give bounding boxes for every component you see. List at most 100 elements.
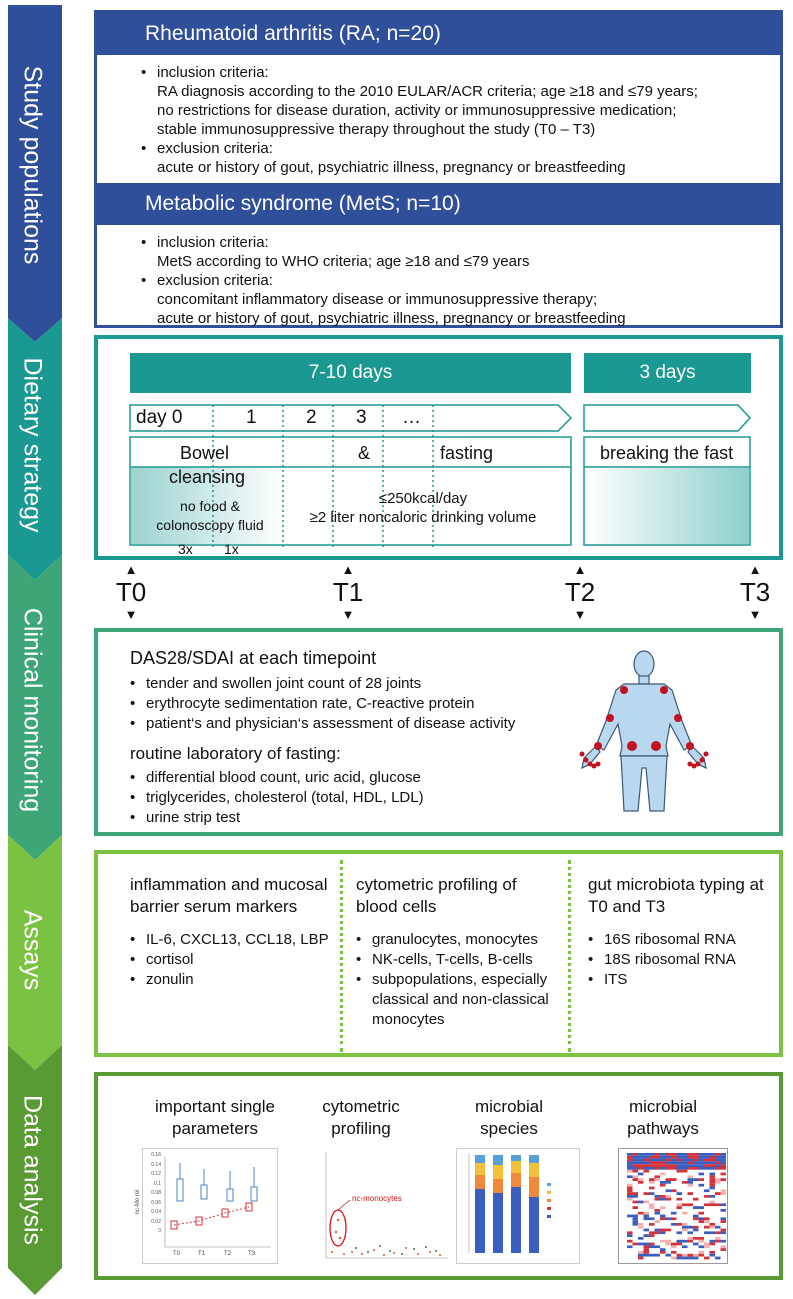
heatmap-cell bbox=[638, 1197, 644, 1201]
boxplot-y-ticks: 0.16 0.14 0.12 0.1 0.08 0.06 0.04 0.02 0 bbox=[145, 1151, 161, 1237]
heatmap-cell bbox=[676, 1225, 682, 1229]
heatmap-cell bbox=[698, 1164, 704, 1167]
heatmap-cell bbox=[654, 1242, 660, 1246]
triangle-up-icon: ▲ bbox=[748, 562, 762, 577]
heatmap-cell bbox=[671, 1209, 677, 1212]
heatmap-cell bbox=[676, 1181, 682, 1184]
heatmap-cell bbox=[693, 1169, 699, 1173]
heatmap-cell bbox=[632, 1220, 638, 1223]
heatmap-cell bbox=[665, 1192, 671, 1195]
heatmap-cell bbox=[660, 1192, 666, 1195]
heatmap-cell bbox=[671, 1197, 677, 1201]
heatmap-cell bbox=[704, 1251, 710, 1254]
heatmap-cell bbox=[698, 1228, 704, 1232]
heatmap-cell bbox=[643, 1239, 649, 1243]
heatmap-cell bbox=[627, 1242, 633, 1246]
heatmap-cell bbox=[720, 1251, 726, 1254]
heatmap-cell bbox=[698, 1181, 704, 1184]
heatmap-cell bbox=[676, 1172, 682, 1176]
heatmap-cell bbox=[638, 1169, 644, 1173]
heatmap-cell bbox=[665, 1203, 671, 1207]
heatmap-cell bbox=[649, 1256, 655, 1260]
heatmap-cell bbox=[649, 1242, 655, 1246]
heatmap-cell bbox=[627, 1186, 633, 1190]
heatmap-cell bbox=[676, 1158, 682, 1162]
day-3-label: 3 bbox=[356, 407, 367, 428]
heatmap-cell bbox=[671, 1225, 677, 1229]
heatmap-cell bbox=[698, 1197, 704, 1201]
heatmap-cell bbox=[632, 1251, 638, 1254]
heatmap-cell bbox=[720, 1220, 726, 1223]
lab-item: differential blood count, uric acid, glu… bbox=[130, 768, 424, 788]
period-7-10-days: 7-10 days bbox=[130, 353, 571, 393]
boxplot-thumbnail-svg bbox=[164, 1157, 271, 1248]
heatmap-cell bbox=[687, 1206, 693, 1209]
heatmap-cell bbox=[693, 1155, 699, 1159]
heatmap-cell bbox=[632, 1228, 638, 1232]
heatmap-cell bbox=[720, 1161, 726, 1165]
heatmap-cell bbox=[638, 1183, 644, 1187]
heatmap-cell bbox=[704, 1214, 710, 1218]
heatmap-cell bbox=[638, 1206, 644, 1209]
heatmap-cell bbox=[709, 1237, 715, 1240]
heatmap-cell bbox=[660, 1220, 666, 1223]
heatmap-cell bbox=[643, 1167, 649, 1170]
heatmap-cell bbox=[709, 1167, 715, 1170]
assays-panel: inflammation and mucosal barrier serum m… bbox=[94, 850, 783, 1057]
heatmap-cell bbox=[671, 1206, 677, 1209]
heatmap-cell bbox=[693, 1167, 699, 1170]
heatmap-cell bbox=[715, 1245, 721, 1249]
arrow-study bbox=[8, 5, 62, 342]
heatmap-cell bbox=[693, 1181, 699, 1184]
heatmap-cell bbox=[660, 1153, 666, 1156]
heatmap-cell bbox=[709, 1231, 715, 1235]
x-tick: T1 bbox=[198, 1251, 206, 1257]
heatmap-cell bbox=[638, 1153, 644, 1156]
heatmap-cell bbox=[715, 1248, 721, 1251]
heatmap-cell bbox=[682, 1169, 688, 1173]
heatmap-cell bbox=[671, 1220, 677, 1223]
heatmap-cell bbox=[643, 1158, 649, 1162]
heatmap-cell bbox=[676, 1186, 682, 1190]
heatmap-cell bbox=[709, 1239, 715, 1243]
heatmap-cell bbox=[687, 1237, 693, 1240]
heatmap-cell bbox=[632, 1164, 638, 1167]
heatmap-cell bbox=[665, 1251, 671, 1254]
heatmap-cell bbox=[638, 1228, 644, 1232]
heatmap-cell bbox=[654, 1217, 660, 1221]
heatmap-cell bbox=[665, 1253, 671, 1257]
heatmap-cell bbox=[671, 1231, 677, 1235]
assay-column-serum: inflammation and mucosal barrier serum m… bbox=[130, 874, 330, 990]
heatmap-cell bbox=[638, 1164, 644, 1167]
heatmap-cell bbox=[698, 1186, 704, 1190]
assay-cytometry-title: cytometric profiling of blood cells bbox=[356, 875, 517, 916]
heatmap-cell bbox=[687, 1220, 693, 1223]
heatmap-cell bbox=[698, 1225, 704, 1229]
assay-microbiota-item: 18S ribosomal RNA bbox=[588, 950, 768, 970]
heatmap-cell bbox=[671, 1178, 677, 1181]
heatmap-cell bbox=[654, 1220, 660, 1223]
heatmap-cell bbox=[654, 1167, 660, 1170]
assay-microbiota-item: ITS bbox=[588, 970, 768, 990]
heatmap-cell bbox=[715, 1217, 721, 1221]
heatmap-cell bbox=[693, 1251, 699, 1254]
heatmap-cell bbox=[632, 1189, 638, 1193]
heatmap-cell bbox=[627, 1220, 633, 1223]
heatmap-cell bbox=[665, 1217, 671, 1221]
heatmap-cell bbox=[654, 1206, 660, 1209]
heatmap-cell bbox=[671, 1251, 677, 1254]
heatmap-cell bbox=[665, 1189, 671, 1193]
heatmap-cell bbox=[660, 1245, 666, 1249]
heatmap-cell bbox=[632, 1169, 638, 1173]
heatmap-cell bbox=[676, 1209, 682, 1212]
heatmap-cell bbox=[643, 1223, 649, 1226]
heatmap-cell bbox=[627, 1214, 633, 1218]
heatmap-cell bbox=[643, 1237, 649, 1240]
heatmap-cell bbox=[638, 1242, 644, 1246]
heatmap-cell bbox=[687, 1186, 693, 1190]
heatmap-cell bbox=[665, 1214, 671, 1218]
heatmap-cell bbox=[682, 1234, 688, 1237]
heatmap-cell bbox=[698, 1206, 704, 1209]
heatmap-cell bbox=[643, 1234, 649, 1237]
heatmap-cell bbox=[654, 1155, 660, 1159]
